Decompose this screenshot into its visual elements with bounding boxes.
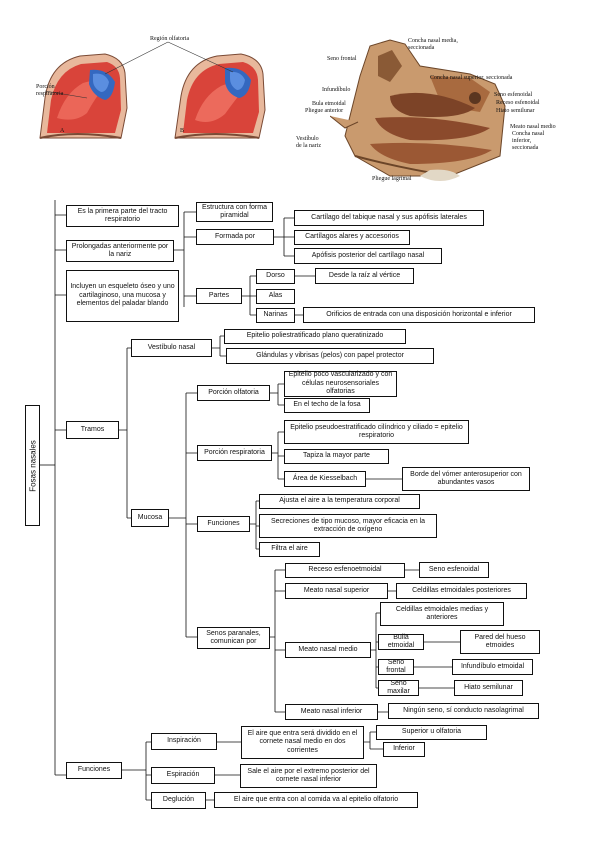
node-pared-hueso: Pared del hueso etmoides — [460, 630, 540, 654]
node-epitelio-pseudoestratificado: Epitelio pseudoestratificado cilíndrico … — [284, 420, 469, 444]
node-inspiracion: Inspiración — [151, 733, 217, 750]
node-kiesselbach: Área de Kiesselbach — [284, 471, 366, 487]
illustration-label-concha-inferior-2: inferior, — [512, 138, 532, 144]
node-glandulas-vibrisas: Glándulas y vibrisas (pelos) con papel p… — [226, 348, 434, 364]
node-partes: Partes — [196, 288, 242, 304]
node-vestibulo-nasal: Vestíbulo nasal — [131, 339, 212, 357]
node-apofisis-posterior: Apófisis posterior del cartílago nasal — [294, 248, 442, 264]
node-tramos: Tramos — [66, 421, 119, 439]
root-label: Fosas nasales — [28, 439, 37, 492]
node-hiato: Hiato semilunar — [454, 680, 523, 696]
node-secreciones: Secreciones de tipo mucoso, mayor eficac… — [259, 514, 437, 538]
node-narinas: Narinas — [256, 308, 295, 323]
lateral-wall-illustration — [330, 39, 506, 181]
illustration-label-infundibulo: Infundíbulo — [322, 87, 351, 93]
node-espiracion-desc: Sale el aire por el extremo posterior de… — [240, 764, 377, 788]
node-funciones-mucosa: Funciones — [197, 516, 250, 532]
illustration-label-hiato: Hiato semilunar — [496, 108, 535, 114]
illustration-label-pliegue-anterior: Pliegue anterior — [305, 108, 344, 114]
illustration-label-b: B — [180, 128, 185, 134]
illustration-label-vestibulo-2: de la nariz — [296, 143, 321, 149]
node-inspiracion-desc: El aire que entra será dividido en el co… — [241, 726, 364, 759]
node-ningun-seno: Ningún seno, sí conducto nasolagrimal — [388, 703, 539, 719]
node-celdillas-medias: Celdillas etmoidales medias y anteriores — [380, 602, 504, 626]
illustration-label-concha-inferior: Concha nasal — [512, 131, 545, 137]
node-epitelio-poliestratificado: Epitelio poliestratificado plano querati… — [224, 329, 406, 344]
node-primera-parte: Es la primera parte del tracto respirato… — [66, 205, 179, 227]
root-fosas-nasales: Fosas nasales — [25, 405, 40, 526]
node-porcion-olfatoria: Porción olfatoria — [197, 385, 270, 401]
illustration-label-concha-media: Concha nasal media, — [408, 38, 458, 44]
node-senos-paranasales: Senos paranales, comunican por — [197, 627, 270, 649]
illustration-label-concha-superior: Concha nasal superior, seccionada — [430, 75, 513, 81]
node-meato-superior: Meato nasal superior — [285, 583, 388, 599]
nasal-cavity-illustration-left — [39, 41, 266, 139]
node-techo-fosa: En el techo de la fosa — [284, 398, 370, 413]
illustration-label-seno-frontal: Seno frontal — [327, 56, 357, 62]
node-receso-esfenoetmoidal: Receso esfenoetmoidal — [285, 563, 405, 578]
illustration-label-receso: Receso esfenoidal — [496, 100, 540, 106]
node-infundibulo: Infundíbulo etmoidal — [452, 659, 533, 675]
node-tapiza: Tapiza la mayor parte — [284, 449, 389, 464]
illustration-label-vestibulo: Vestíbulo — [296, 136, 319, 142]
node-celdillas-posteriores: Celdillas etmoidales posteriores — [396, 583, 527, 599]
node-seno-esfenoidal: Seno esfenoidal — [419, 562, 489, 578]
illustration-label-porcion-respiratoria: Porción respiratoria — [36, 84, 64, 97]
node-seno-frontal: Seno frontal — [378, 659, 414, 675]
illustration-label-region-olfatoria: Región olfatoria — [150, 36, 190, 42]
node-mucosa: Mucosa — [131, 509, 169, 527]
illustration-label-a: A — [60, 128, 65, 134]
node-bulla-etmoidal: Bulla etmoidal — [378, 634, 424, 650]
node-deglucion: Deglución — [151, 792, 206, 809]
node-cartilago-tabique: Cartílago del tabique nasal y sus apófis… — [294, 210, 484, 226]
node-narinas-desc: Orificios de entrada con una disposición… — [303, 307, 535, 323]
illustration-label-concha-media-2: seccionada — [408, 45, 435, 51]
node-filtra-aire: Filtra el aire — [259, 542, 320, 557]
node-estructura-piramidal: Estructura con forma piramidal — [196, 202, 273, 222]
node-seno-maxilar: Seno maxilar — [378, 680, 419, 696]
node-ajusta-aire: Ajusta el aire a la temperatura corporal — [259, 494, 420, 509]
node-borde-vomer: Borde del vómer anterosuperior con abund… — [402, 467, 530, 491]
node-funciones: Funciones — [66, 762, 122, 779]
illustration-label-meato-medio: Meato nasal medio — [510, 124, 556, 130]
node-espiracion: Espiración — [151, 767, 215, 784]
node-dorso-desc: Desde la raíz al vértice — [315, 268, 414, 284]
node-meato-inferior: Meato nasal inferior — [285, 704, 378, 720]
illustration-label-concha-inferior-3: seccionada — [512, 145, 539, 151]
node-porcion-respiratoria: Porción respiratoria — [197, 445, 272, 461]
node-cartilagos-alares: Cartílagos alares y accesorios — [294, 230, 410, 245]
node-deglucion-desc: El aire que entra con al comida va al ep… — [214, 792, 418, 808]
node-inferior: Inferior — [383, 742, 425, 757]
node-formada-por: Formada por — [196, 229, 274, 245]
node-dorso: Dorso — [256, 269, 295, 284]
node-alas: Alas — [256, 289, 295, 304]
illustration-label-pliegue-lagrimal: Pliegue lagrimal — [372, 176, 412, 182]
illustration-label-seno-esfenoidal: Seno esfenoidal — [494, 92, 533, 98]
node-esqueleto: Incluyen un esqueleto óseo y uno cartila… — [66, 270, 179, 322]
node-meato-medio: Meato nasal medio — [285, 642, 371, 658]
illustration-label-bula: Bula etmoidal — [312, 101, 346, 107]
node-prolongadas-nariz: Prolongadas anteriormente por la nariz — [66, 240, 174, 262]
node-superior-olfatoria: Superior u olfatoria — [376, 725, 487, 740]
node-epitelio-poco-vascularizado: Epitelio poco vascularizado y con célula… — [284, 371, 397, 397]
